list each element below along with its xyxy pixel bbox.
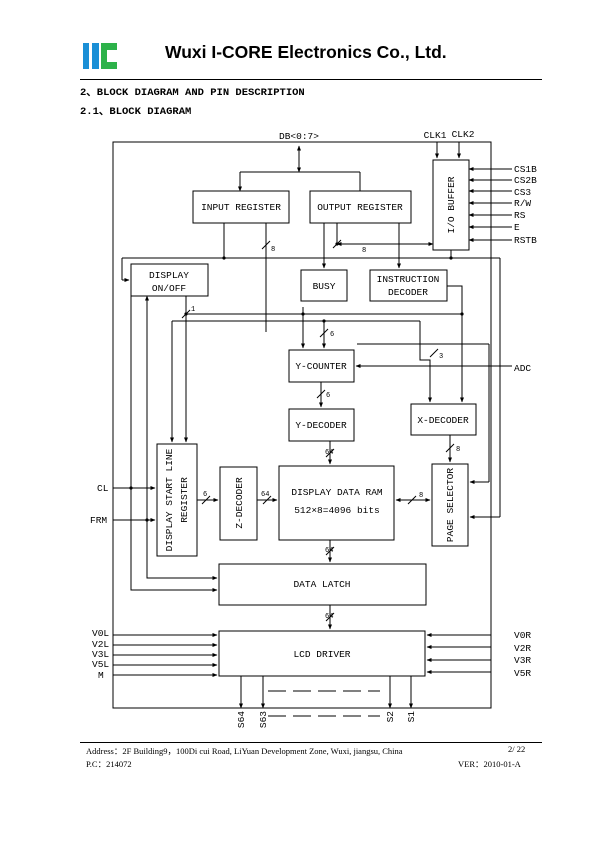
v0l-signal: V0L	[92, 628, 109, 639]
onoff-to-latch	[145, 295, 218, 580]
rs-signal: RS	[514, 210, 526, 221]
bus-width-onoff: 1	[191, 306, 195, 314]
db-signal: DB<0:7>	[279, 131, 319, 142]
bus-width-ps: 8	[456, 446, 460, 454]
header-rule	[80, 79, 542, 80]
data-latch-block	[218, 563, 427, 606]
logo-bar-blue	[83, 43, 89, 69]
tick-ycnt	[319, 328, 329, 338]
output-register-label: OUTPUT REGISTER	[317, 202, 403, 213]
footer-version: VER：2010-01-A	[458, 759, 521, 769]
instr-to-xdec	[419, 321, 432, 403]
rw-signal: R/W	[514, 198, 531, 209]
tick-ps	[445, 443, 455, 453]
section-title: 2、BLOCK DIAGRAM AND PIN DESCRIPTION	[80, 87, 305, 99]
tick-zdec-out	[262, 495, 272, 505]
company-name: Wuxi I-CORE Electronics Co., Ltd.	[165, 42, 447, 62]
s2-signal: S2	[385, 711, 396, 723]
section-subtitle: 2.1、BLOCK DIAGRAM	[80, 106, 192, 118]
bus-width-ps-ram: 8	[419, 492, 423, 500]
tick-ir	[261, 240, 271, 250]
bus-width-xdec: 3	[439, 353, 443, 361]
bus-width-ir: 8	[271, 246, 275, 254]
tick-latch-out	[325, 612, 335, 622]
page-selector-label: PAGE SELECTOR	[445, 468, 456, 542]
cs2b-signal: CS2B	[514, 175, 537, 186]
io-buffer-label: I/O BUFFER	[446, 176, 457, 233]
bus-width-ydec: 6	[326, 392, 330, 400]
company-logo	[83, 43, 117, 69]
busy-block	[300, 269, 348, 302]
cl-signal: CL	[97, 483, 109, 494]
input-register-label: INPUT REGISTER	[201, 202, 281, 213]
v3l-signal: V3L	[92, 649, 109, 660]
bus-width-ram-out: 64	[325, 547, 333, 555]
x-decoder-label: X-DECODER	[417, 415, 469, 426]
footer-page: 2/ 22	[508, 744, 526, 754]
footer-postcode: P.C：214072	[86, 759, 132, 769]
busy-label: BUSY	[313, 281, 336, 292]
x-decoder-block	[410, 403, 477, 436]
logo-bar-blue-2	[92, 43, 99, 69]
bus-width-ycnt: 6	[330, 331, 334, 339]
logo-c-green	[101, 43, 117, 69]
y-decoder-label: Y-DECODER	[295, 420, 347, 431]
v5l-signal: V5L	[92, 659, 109, 670]
s63-signal: S63	[258, 711, 269, 728]
tick-ram-out	[325, 546, 335, 556]
tick-ps-ram	[407, 495, 417, 505]
onoff-to-latch-2	[130, 296, 218, 592]
display-data-ram-label-1: DISPLAY DATA RAM	[291, 487, 383, 498]
chip-boundary	[112, 141, 492, 709]
display-start-line-block	[156, 443, 198, 557]
cs1b-signal: CS1B	[514, 164, 537, 175]
instr-out-1	[447, 285, 464, 403]
display-data-ram-block	[278, 465, 395, 541]
bus-width-zdec-in: 6	[203, 491, 207, 499]
cs3-signal: CS3	[514, 187, 531, 198]
bus-width-or: 8	[362, 247, 366, 255]
bus-width-zdec-out: 64	[261, 491, 269, 499]
display-onoff-label-1: DISPLAY	[149, 270, 189, 281]
page-selector-block	[431, 463, 469, 547]
y-decoder-block	[288, 408, 355, 442]
s64-signal: S64	[236, 711, 247, 728]
z-decoder-label: Z-DECODER	[234, 477, 245, 529]
footer-address: Address：2F Building9，100Di cui Road, LiY…	[86, 746, 403, 756]
v5r-signal: V5R	[514, 668, 531, 679]
z-decoder-block	[219, 466, 258, 541]
instruction-decoder-label-1: INSTRUCTION	[377, 274, 440, 285]
adc-signal: ADC	[514, 363, 531, 374]
instruction-decoder-label-2: DECODER	[388, 287, 428, 298]
display-start-line-label-1: DISPLAY START LINE	[164, 448, 175, 551]
v0r-signal: V0R	[514, 630, 531, 641]
display-data-ram-label-2: 512×8=4096 bits	[294, 505, 380, 516]
lcd-driver-block	[218, 630, 426, 677]
tick-ydec	[316, 389, 326, 399]
tick-ram	[325, 448, 335, 458]
bus-width-latch-out: 64	[325, 613, 333, 621]
display-onoff-label-2: ON/OFF	[152, 283, 187, 294]
lcd-driver-label: LCD DRIVER	[293, 649, 350, 660]
v3r-signal: V3R	[514, 655, 531, 666]
v2r-signal: V2R	[514, 643, 531, 654]
tick-xdec	[429, 348, 439, 358]
clk2-signal: CLK2	[452, 129, 475, 140]
bus-width-ram: 64	[325, 449, 333, 457]
clk1-signal: CLK1	[424, 130, 447, 141]
data-latch-label: DATA LATCH	[293, 579, 350, 590]
v2l-signal: V2L	[92, 639, 109, 650]
y-counter-label: Y-COUNTER	[295, 361, 347, 372]
s1-signal: S1	[406, 711, 417, 723]
rstb-signal: RSTB	[514, 235, 537, 246]
m-signal: M	[98, 670, 104, 681]
footer-rule	[80, 742, 542, 743]
tick-zdec-in	[201, 495, 211, 505]
display-start-line-label-2: REGISTER	[179, 477, 190, 523]
e-signal: E	[514, 222, 520, 233]
frm-signal: FRM	[90, 515, 107, 526]
